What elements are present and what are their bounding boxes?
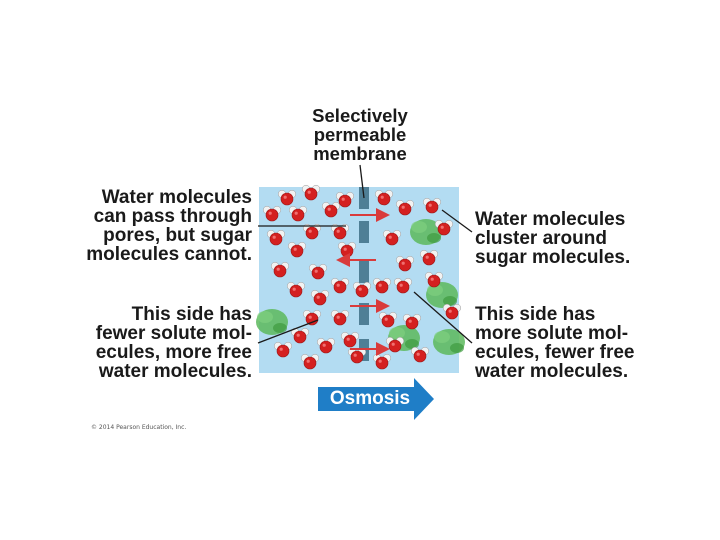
- cluster-leader-line: [441, 209, 473, 233]
- cluster-label: Water molecules cluster around sugar mol…: [475, 209, 631, 268]
- side-right-label: This side has more solute mol- ecules, f…: [475, 304, 635, 382]
- membrane-leader-line: [359, 164, 365, 199]
- leader-lines: [257, 164, 473, 344]
- osmosis-arrow-icon: [318, 378, 434, 420]
- side-left-label: This side has fewer solute mol- ecules, …: [95, 304, 252, 382]
- flow-arrows: [336, 208, 390, 356]
- side-right-leader-line: [413, 291, 473, 344]
- osmosis-label: Osmosis: [329, 388, 411, 409]
- side-left-leader-line: [257, 319, 319, 344]
- copyright-notice: © 2014 Pearson Education, Inc.: [91, 424, 187, 431]
- pass-through-label: Water molecules can pass through pores, …: [86, 187, 252, 265]
- sugar-molecule-icon: [256, 309, 288, 335]
- membrane-label: Selectively permeable membrane: [312, 105, 408, 164]
